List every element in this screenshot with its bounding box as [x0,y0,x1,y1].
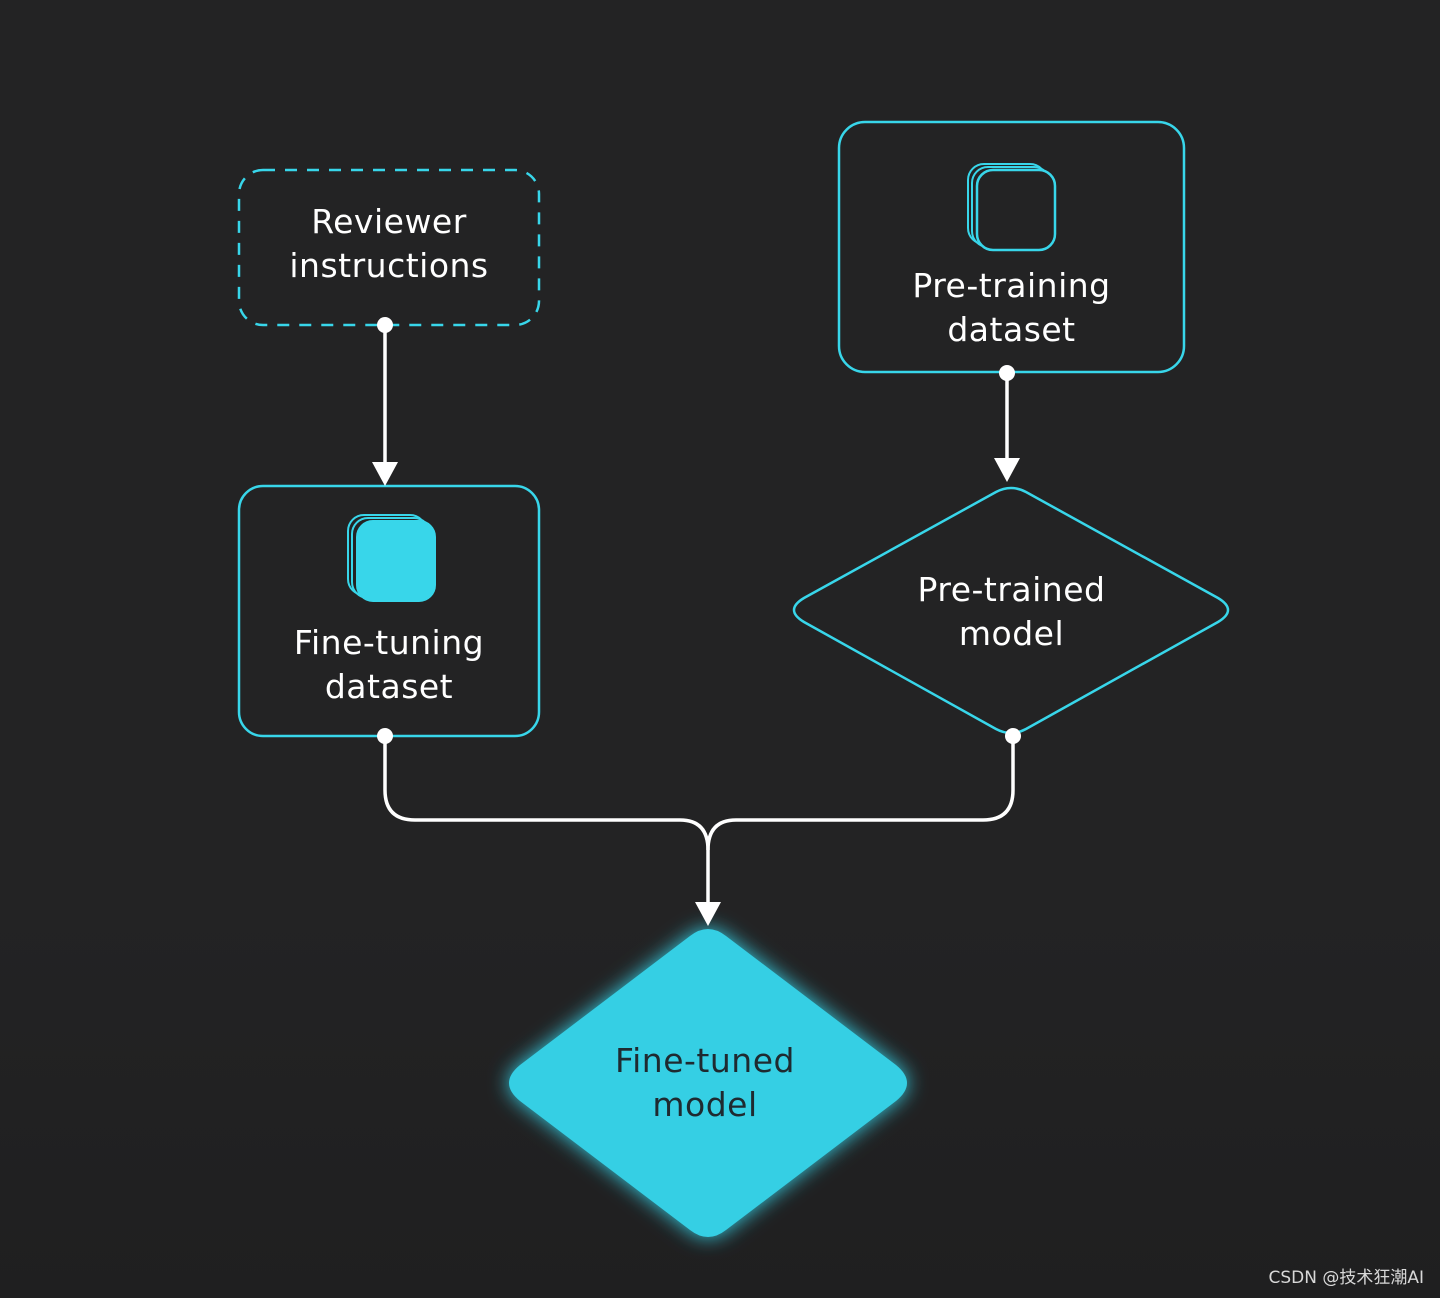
pre-training-dataset-line2: dataset [947,310,1076,349]
pre-trained-model-label: Pre-trained model [839,568,1184,656]
fine-tuned-model-label: Fine-tuned model [555,1039,855,1127]
reviewer-instructions-line1: Reviewer [311,202,467,241]
connector-merge-to-finetuned [377,728,1021,926]
stacked-squares-outline-icon [967,163,1057,252]
connector-pretraining-to-pretrained [994,365,1020,482]
fine-tuning-dataset-line2: dataset [324,667,454,706]
watermark: CSDN @技术狂潮AI [1268,1268,1424,1288]
pre-trained-model-diamond [792,486,1230,735]
fine-tuning-dataset-label: Fine-tuning dataset [239,621,539,709]
pre-trained-model-line1: Pre-trained [917,570,1106,609]
connector-reviewer-to-finetuning [372,317,398,486]
pre-trained-model-line2: model [958,614,1065,653]
fine-tuned-model-line2: model [652,1085,758,1124]
reviewer-instructions-label: Reviewer instructions [239,200,539,288]
pre-training-dataset-line1: Pre-training [912,266,1111,305]
stacked-squares-icon [347,514,436,602]
fine-tuning-dataset-line1: Fine-tuning [293,623,485,662]
fine-tuned-model-diamond [509,929,907,1237]
pre-training-dataset-label: Pre-training dataset [839,264,1184,352]
fine-tuned-model-line1: Fine-tuned [615,1041,795,1080]
reviewer-instructions-line2: instructions [289,246,489,285]
